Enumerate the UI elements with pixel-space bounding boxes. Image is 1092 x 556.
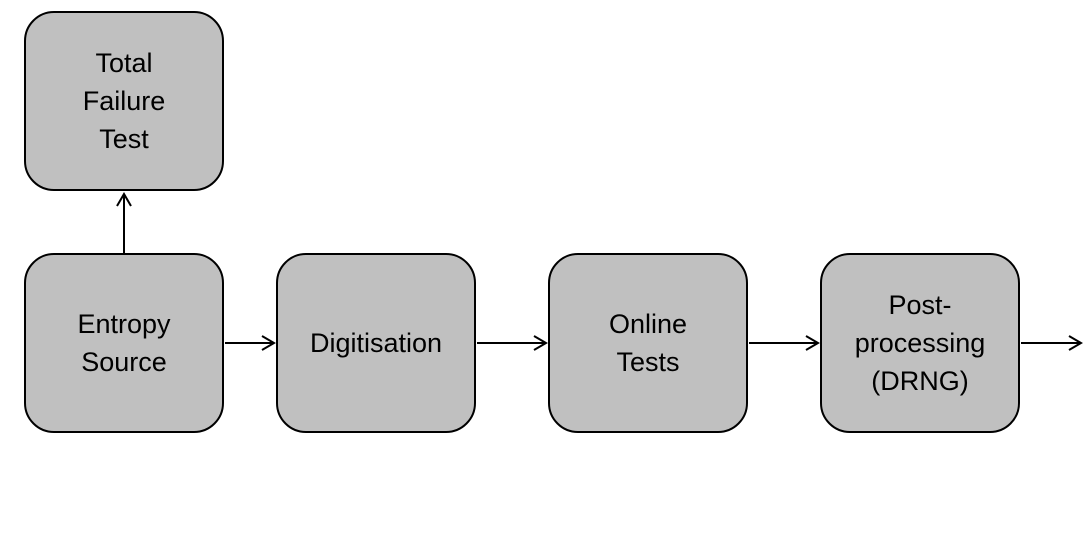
arrow-post-processing-output xyxy=(1021,335,1083,351)
online-tests-label-line-2: Tests xyxy=(616,347,680,377)
post-processing-label-line-3: (DRNG) xyxy=(871,366,969,396)
entropy-source-box: Entropy Source xyxy=(24,253,224,433)
arrow-digitisation-to-online-tests xyxy=(477,335,548,351)
post-processing-box: Post- processing (DRNG) xyxy=(820,253,1020,433)
total-failure-test-label-line-1: Total xyxy=(95,48,153,78)
digitisation-label: Digitisation xyxy=(309,328,443,358)
online-tests-label-line-1: Online xyxy=(608,309,688,339)
entropy-source-label-line-1: Entropy xyxy=(77,309,171,339)
arrow-online-tests-to-post-processing xyxy=(749,335,820,351)
arrow-entropy-to-digitisation xyxy=(225,335,276,351)
total-failure-test-label-line-2: Failure xyxy=(82,86,166,116)
entropy-source-label-line-2: Source xyxy=(81,347,167,377)
total-failure-test-box: Total Failure Test xyxy=(24,11,224,191)
online-tests-box: Online Tests xyxy=(548,253,748,433)
post-processing-label-line-2: processing xyxy=(854,328,986,358)
arrow-entropy-to-failure-test xyxy=(116,192,132,253)
digitisation-box: Digitisation xyxy=(276,253,476,433)
post-processing-label-line-1: Post- xyxy=(888,290,952,320)
total-failure-test-label-line-3: Test xyxy=(99,124,149,154)
